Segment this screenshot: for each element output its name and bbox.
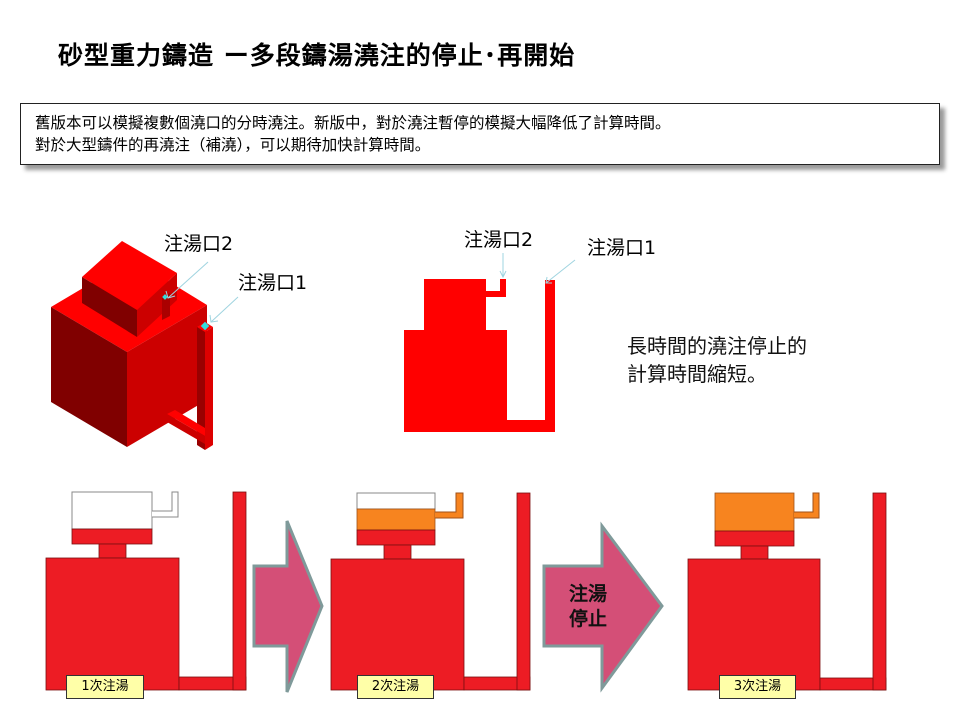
3d-casting-model <box>51 241 239 450</box>
arrow-right-2 <box>542 521 664 693</box>
pour-stop-line-1: 注湯 <box>568 583 607 605</box>
stage-2-tag: 2次注湯 <box>357 675 434 699</box>
2d-gate1-label: 注湯口1 <box>587 237 657 259</box>
stage-3-tag: 3次注湯 <box>719 675 796 699</box>
stage-2-diagram <box>330 492 531 691</box>
arrow-right-1 <box>252 520 324 693</box>
2d-section-model <box>404 253 576 432</box>
note-line-2: 計算時間縮短。 <box>627 362 767 386</box>
pour-stop-line-2: 停止 <box>568 608 607 630</box>
3d-gate2-label: 注湯口2 <box>164 233 234 255</box>
2d-gate2-label: 注湯口2 <box>464 229 534 251</box>
note-line-1: 長時間的澆注停止的 <box>627 334 807 358</box>
description-box: 舊版本可以模擬複數個澆口的分時澆注。新版中，對於澆注暫停的模擬大幅降低了計算時間… <box>20 103 940 165</box>
page-title: 砂型重力鑄造 ー多段鑄湯澆注的停止･再開始 <box>58 41 576 70</box>
pour-stop-label: 注湯 停止 <box>560 582 616 632</box>
stage-1-tag: 1次注湯 <box>66 675 144 699</box>
description-line-2: 對於大型鑄件的再澆注（補澆），可以期待加快計算時間。 <box>35 136 431 154</box>
description-line-1: 舊版本可以模擬複數個澆口的分時澆注。新版中，對於澆注暫停的模擬大幅降低了計算時間… <box>35 114 671 132</box>
stage-3-diagram <box>687 492 887 691</box>
calc-time-note: 長時間的澆注停止的 計算時間縮短。 <box>627 332 807 388</box>
3d-gate1-label: 注湯口1 <box>238 272 308 294</box>
stage-1-diagram <box>45 491 247 691</box>
